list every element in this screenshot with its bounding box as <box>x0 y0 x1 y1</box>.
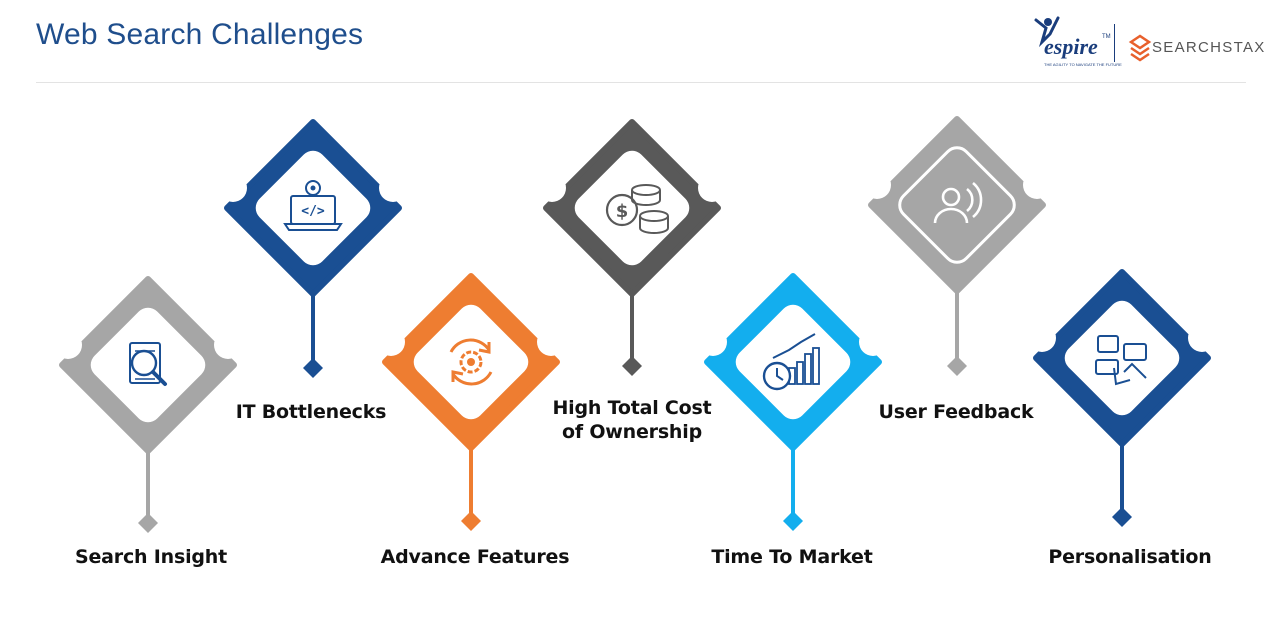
challenge-label: Search Insight <box>75 546 227 568</box>
diamond-notch <box>859 328 887 356</box>
pin-marker <box>622 356 642 376</box>
searchstax-logo-mark <box>1128 34 1152 62</box>
challenge-node-6 <box>863 116 1051 376</box>
icon-plate <box>255 150 371 266</box>
stopwatch-chart-icon <box>762 333 820 391</box>
icon-plate <box>898 146 1016 264</box>
espire-logo-mark <box>1034 16 1060 48</box>
challenge-node-2: </> <box>219 119 407 378</box>
challenge-label: IT Bottlenecks <box>235 401 387 423</box>
pin-marker <box>947 356 967 376</box>
challenge-label: Advance Features <box>380 546 570 568</box>
user-voice-icon <box>933 181 983 224</box>
pin-marker <box>138 513 158 533</box>
diamond-notch <box>214 331 242 359</box>
diamond-notch <box>698 174 726 202</box>
icon-plate <box>735 304 851 420</box>
diamond-notch <box>54 331 82 359</box>
logo-group: espire TM THE AGILITY TO NAVIGATE THE FU… <box>1028 12 1264 72</box>
diamond-notch <box>1028 324 1056 352</box>
logo-separator <box>1114 24 1115 62</box>
challenge-node-3 <box>377 273 565 531</box>
challenge-label: Personalisation <box>1048 546 1212 568</box>
page-title: Web Search Challenges <box>36 18 364 51</box>
gear-cycle-icon <box>449 338 493 386</box>
espire-logo: espire <box>1044 34 1098 59</box>
diamond-notch <box>538 174 566 202</box>
diamond-notch <box>377 328 405 356</box>
diamond-notch <box>1188 324 1216 352</box>
pin-marker <box>783 511 803 531</box>
diamond-notch <box>219 174 247 202</box>
espire-trademark: TM <box>1102 34 1111 40</box>
searchstax-logo: SEARCHSTAX <box>1152 39 1266 56</box>
challenge-label: Time To Market <box>711 546 873 568</box>
diamond-notch <box>537 328 565 356</box>
challenge-node-4: $ <box>538 119 726 376</box>
espire-tagline: THE AGILITY TO NAVIGATE THE FUTURE <box>1044 62 1122 67</box>
document-search-icon <box>129 342 167 386</box>
svg-text:</>: </> <box>301 204 325 219</box>
challenge-label: User Feedback <box>878 401 1034 423</box>
challenge-node-7 <box>1028 269 1216 527</box>
svg-text:$: $ <box>616 201 629 222</box>
diamond-notch <box>379 174 407 202</box>
pin-marker <box>461 511 481 531</box>
challenge-label: High Total Cost of Ownership <box>552 397 712 443</box>
challenge-node-1 <box>54 276 242 533</box>
laptop-code-gear-icon: </> <box>283 180 343 231</box>
content-cards-icon <box>1095 335 1147 386</box>
pin-marker <box>1112 507 1132 527</box>
pin-marker <box>303 358 323 378</box>
diamond-notch <box>1023 171 1051 199</box>
diamond-notch <box>863 171 891 199</box>
icon-plate <box>1064 300 1180 416</box>
header-divider <box>36 82 1246 83</box>
challenge-node-5 <box>699 273 887 531</box>
dollar-coins-icon: $ <box>605 184 669 234</box>
diamond-notch <box>699 328 727 356</box>
